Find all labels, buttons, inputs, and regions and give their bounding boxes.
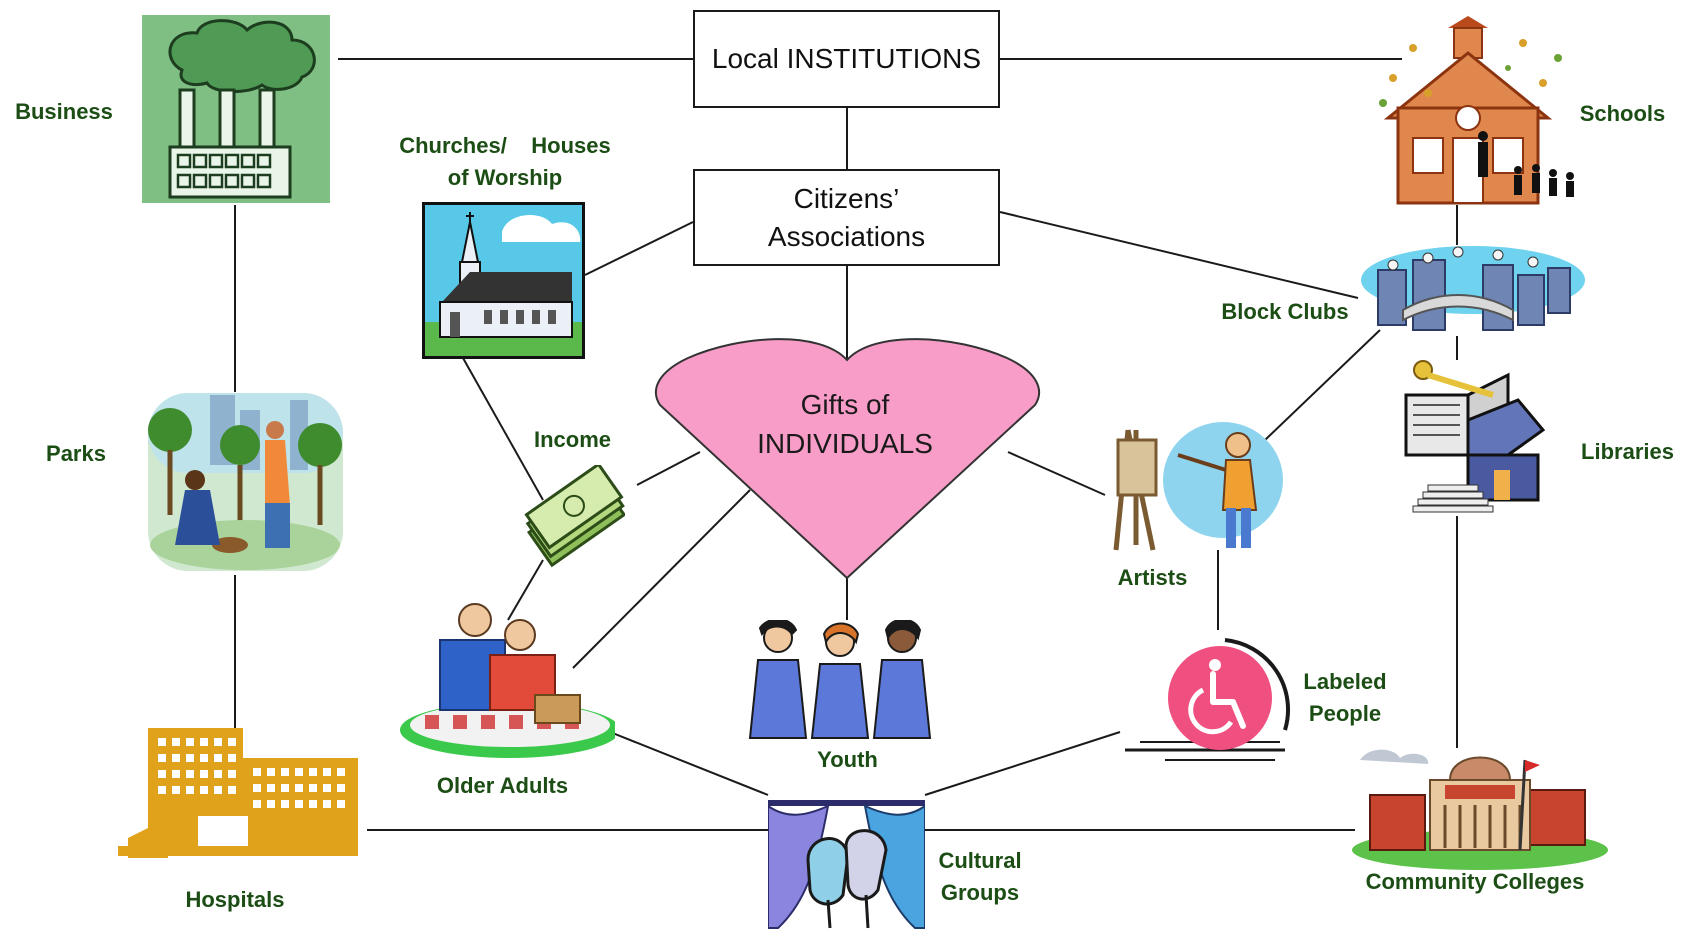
older-adults-label: Older Adults — [436, 773, 569, 798]
heart-line1: Gifts of — [800, 389, 890, 420]
citizens-associations-line2: Associations — [767, 220, 926, 252]
libraries-label: Libraries — [1581, 439, 1674, 464]
church-icon — [422, 202, 585, 359]
income-label: Income — [533, 427, 612, 452]
theater-masks-icon — [768, 800, 925, 929]
citizens-associations-line1: Citizens’ — [793, 182, 900, 214]
block-clubs-icon — [1361, 246, 1585, 331]
artist-icon — [1113, 422, 1283, 551]
connector — [636, 451, 701, 486]
connector — [572, 489, 751, 669]
heart-icon — [655, 338, 1040, 580]
hospital-icon — [118, 728, 358, 858]
wheelchair-icon — [1125, 638, 1291, 761]
park-icon — [148, 393, 343, 571]
connector — [1264, 329, 1381, 441]
library-icon — [1404, 360, 1546, 513]
youth-icon — [748, 620, 932, 739]
labeled-people-label-line2: People — [1308, 701, 1382, 726]
connector — [584, 221, 694, 276]
college-icon — [1352, 749, 1608, 870]
business-label: Business — [15, 99, 113, 124]
schools-label: Schools — [1579, 101, 1666, 126]
money-icon — [524, 465, 625, 568]
connector — [507, 559, 544, 621]
parks-label: Parks — [46, 441, 106, 466]
local-institutions-box: Local INSTITUTIONS — [693, 10, 1000, 108]
hospitals-label: Hospitals — [185, 887, 285, 912]
labeled-people-label-line1: Labeled — [1303, 669, 1387, 694]
cultural-groups-label-line2: Groups — [940, 880, 1020, 905]
churches-label-text1: Churches/ Houses — [399, 133, 611, 158]
community-colleges-label: Community Colleges — [1365, 869, 1585, 894]
older-adults-icon — [400, 603, 615, 758]
churches-label-line2: of Worship — [447, 165, 563, 190]
cultural-groups-label-line1: Cultural — [938, 848, 1022, 873]
schoolhouse-icon — [1379, 16, 1574, 205]
artists-label: Artists — [1117, 565, 1188, 590]
heart-shape — [655, 338, 1040, 580]
block-clubs-label: Block Clubs — [1221, 299, 1349, 324]
connector — [1007, 451, 1106, 496]
heart-text: Gifts of INDIVIDUALS — [700, 385, 990, 463]
local-institutions-label: Local INSTITUTIONS — [711, 43, 982, 74]
youth-label: Youth — [817, 747, 878, 772]
factory-icon — [142, 15, 330, 203]
connector — [609, 731, 769, 796]
connector — [462, 357, 544, 501]
churches-label-line1: Churches/ Houses — [390, 130, 620, 162]
citizens-associations-box: Citizens’ Associations — [693, 169, 1000, 266]
connector — [999, 211, 1359, 299]
connector — [924, 731, 1121, 796]
heart-line2: INDIVIDUALS — [757, 428, 933, 459]
